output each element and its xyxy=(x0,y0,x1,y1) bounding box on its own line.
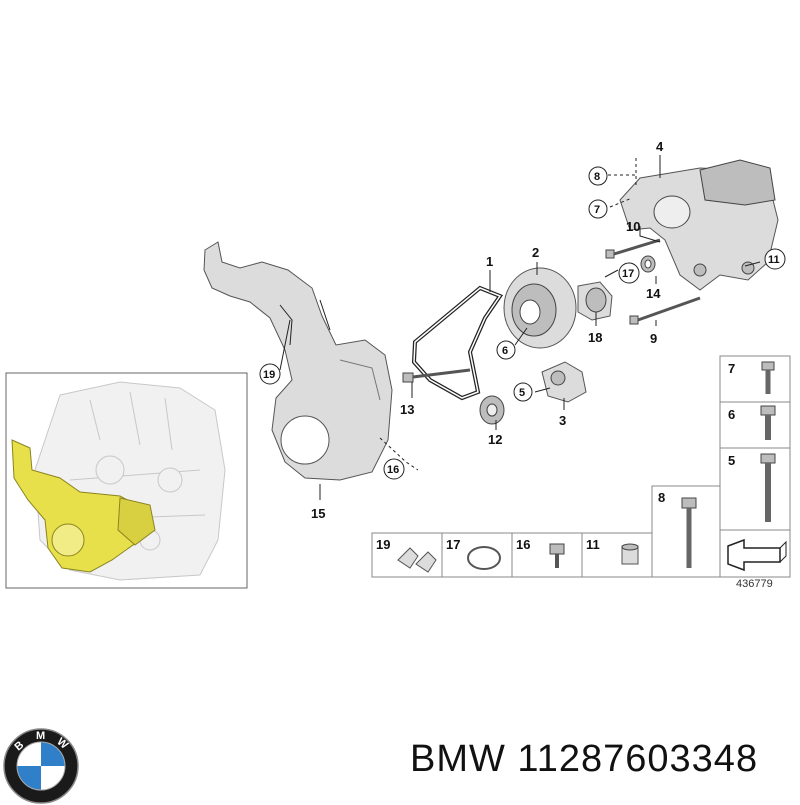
part-10-bolt xyxy=(605,238,661,259)
callout-4: 4 xyxy=(656,139,664,154)
engine-inset xyxy=(5,372,248,589)
legend-11: 11 xyxy=(586,537,600,552)
part-15-timing-cover xyxy=(203,241,393,481)
callout-labels: 1 2 3 4 9 10 12 13 14 15 18 5 6 7 8 11 xyxy=(259,139,786,521)
svg-text:16: 16 xyxy=(387,464,399,476)
legend-bolt-6 xyxy=(760,405,776,440)
callout-13: 13 xyxy=(400,402,414,417)
callout-18: 18 xyxy=(588,330,602,345)
part-18-hub xyxy=(577,281,613,321)
callout-15: 15 xyxy=(311,506,325,521)
legend-ring-17 xyxy=(467,546,501,570)
legend-screw-16 xyxy=(549,543,565,568)
callout-12: 12 xyxy=(488,432,502,447)
circled-callout-7: 7 xyxy=(588,199,608,219)
circled-callout-5: 5 xyxy=(513,382,533,402)
part-14-seal xyxy=(640,255,656,273)
callout-1: 1 xyxy=(486,254,493,269)
legend-grid: 19 17 16 11 8 7 6 5 xyxy=(371,355,791,578)
legend-sleeve-11 xyxy=(621,543,639,565)
circled-callout-8: 8 xyxy=(588,166,608,186)
bmw-logo: B M W xyxy=(3,728,79,804)
part-1-belt xyxy=(411,285,504,401)
leader-lines xyxy=(279,155,761,500)
svg-text:11: 11 xyxy=(768,254,780,266)
part-12-idler xyxy=(479,395,505,425)
part-4-bracket xyxy=(619,159,779,291)
svg-text:8: 8 xyxy=(594,171,600,183)
legend-bolt-5 xyxy=(760,453,776,522)
callout-9: 9 xyxy=(650,331,657,346)
logo-letter-m: M xyxy=(36,730,45,742)
circled-callout-6: 6 xyxy=(496,340,516,360)
svg-text:5: 5 xyxy=(519,387,525,399)
legend-7: 7 xyxy=(728,361,735,376)
callout-2: 2 xyxy=(532,245,539,260)
circled-callout-17: 17 xyxy=(618,262,640,284)
svg-text:7: 7 xyxy=(594,204,600,216)
reference-number: 436779 xyxy=(736,578,773,590)
legend-5: 5 xyxy=(728,453,735,468)
brand-caption: BMW 11287603348 xyxy=(410,738,759,780)
legend-17: 17 xyxy=(446,537,460,552)
part-13-bolt xyxy=(402,368,471,383)
highlighted-timing-cover xyxy=(11,439,156,573)
svg-text:19: 19 xyxy=(263,369,275,381)
callout-14: 14 xyxy=(646,286,661,301)
svg-text:6: 6 xyxy=(502,345,508,357)
legend-arrow-symbol xyxy=(727,538,787,572)
part-2-pulley xyxy=(503,267,577,349)
legend-6: 6 xyxy=(728,407,735,422)
svg-text:17: 17 xyxy=(622,268,634,280)
part-9-bolt xyxy=(629,296,701,325)
legend-clip-19 xyxy=(397,547,437,573)
legend-8: 8 xyxy=(658,490,665,505)
part-3-tensioner xyxy=(541,361,587,403)
callout-10: 10 xyxy=(626,219,640,234)
circled-callout-11: 11 xyxy=(764,248,786,270)
circled-callout-19: 19 xyxy=(259,363,281,385)
legend-19: 19 xyxy=(376,537,390,552)
legend-bolt-8 xyxy=(681,497,697,568)
legend-bolt-7 xyxy=(761,361,775,394)
callout-3: 3 xyxy=(559,413,566,428)
circled-callout-16: 16 xyxy=(383,458,405,480)
legend-16: 16 xyxy=(516,537,530,552)
